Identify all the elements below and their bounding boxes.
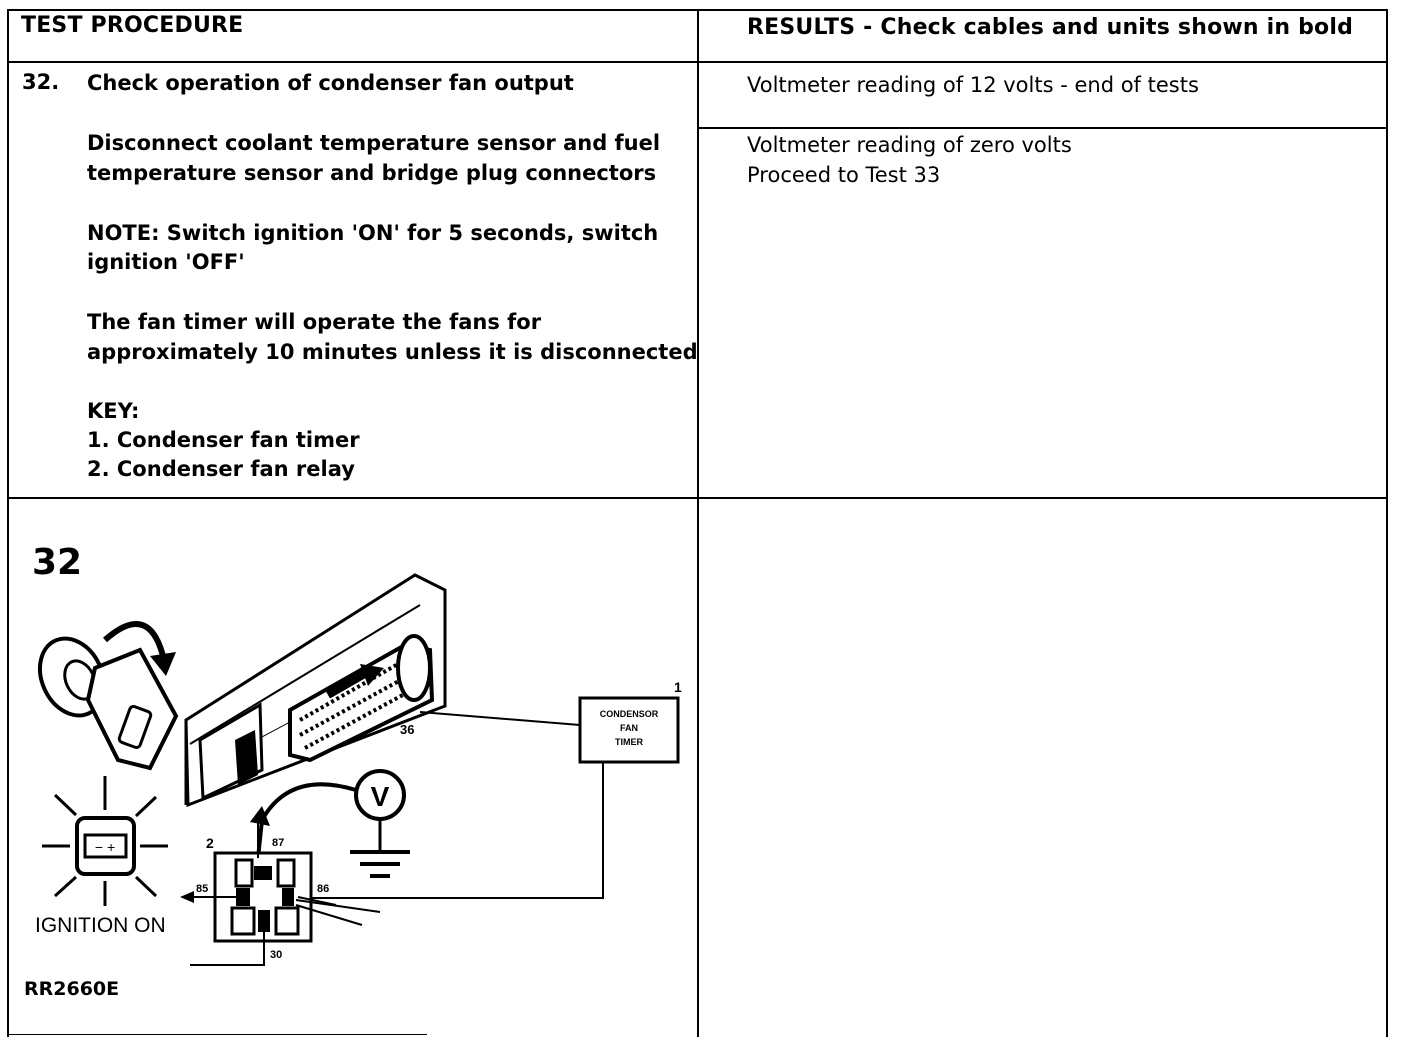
table-right-border (1386, 9, 1388, 1037)
header-bottom-border (7, 61, 1386, 63)
step-title: Check operation of condenser fan output (87, 71, 574, 95)
test-diagram: − + IGNITION ON 36 CONDENSOR FAN TIMER 1 (35, 573, 682, 966)
key-item-relay: 2. Condenser fan relay (87, 457, 355, 481)
table-left-border (7, 9, 9, 1037)
result-2-action: Proceed to Test 33 (747, 163, 941, 187)
key-item-timer: 1. Condenser fan timer (87, 428, 360, 452)
timer-label-line-2: FAN (620, 723, 638, 733)
table-bottom-border (7, 1034, 427, 1035)
result-1-text: Voltmeter reading of 12 volts - end of t… (747, 73, 1199, 97)
note-line-1: NOTE: Switch ignition 'ON' for 5 seconds… (87, 221, 659, 245)
results-header: RESULTS - Check cables and units shown i… (747, 15, 1354, 40)
key-title: KEY: (87, 399, 140, 423)
column-divider (697, 9, 699, 1037)
condenser-fan-timer-box: CONDENSOR FAN TIMER (578, 696, 680, 764)
relay-pin-85-label: 85 (196, 883, 208, 895)
voltmeter-symbol: V (371, 781, 390, 812)
battery-symbol-text: − + (95, 839, 115, 855)
timer-line-1: The fan timer will operate the fans for (87, 310, 542, 334)
relay-pin-30-label: 30 (270, 949, 282, 961)
ecu-housing (184, 573, 447, 808)
relay-pin-87-label: 87 (272, 837, 284, 849)
ignition-on-label: IGNITION ON (35, 914, 166, 937)
step-number: 32. (22, 70, 60, 94)
ecu-multiplug-connector (288, 634, 435, 763)
timer-line-2: approximately 10 minutes unless it is di… (87, 340, 698, 364)
ignition-key-icon (37, 621, 179, 771)
timer-label-line-3: TIMER (615, 737, 643, 747)
table-top-border (7, 9, 1386, 11)
figure-reference: RR2660E (24, 978, 120, 1000)
ecu-pin-label: 36 (400, 722, 414, 737)
figure-number: 32 (32, 542, 83, 583)
relay-item-label: 2 (206, 835, 214, 851)
battery-warning-icon: − + (42, 776, 168, 906)
voltmeter-icon: V (350, 769, 410, 878)
test-procedure-header: TEST PROCEDURE (21, 13, 244, 38)
note-line-2: ignition 'OFF' (87, 250, 245, 274)
timer-label-line-1: CONDENSOR (600, 709, 659, 719)
relay-pin-86-label: 86 (317, 883, 329, 895)
instruction-line-1: Disconnect coolant temperature sensor an… (87, 131, 661, 155)
result-2-text: Voltmeter reading of zero volts (747, 133, 1072, 157)
result-divider (698, 127, 1386, 129)
timer-item-label: 1 (674, 679, 682, 695)
instruction-line-2: temperature sensor and bridge plug conne… (87, 161, 657, 185)
